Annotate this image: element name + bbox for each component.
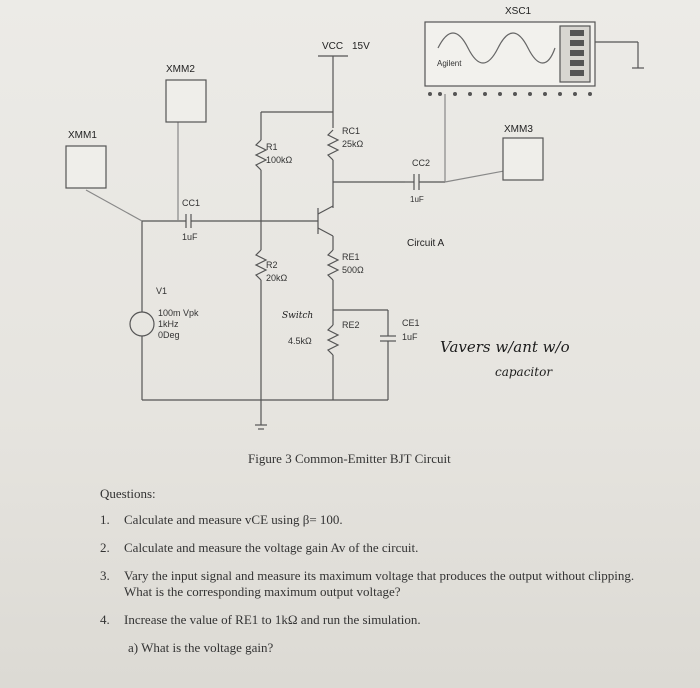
figure-caption: Figure 3 Common-Emitter BJT Circuit xyxy=(248,451,451,466)
circuit-name: Circuit A xyxy=(407,238,445,249)
cc2-name: CC2 xyxy=(412,158,430,168)
vcc-label: VCC xyxy=(322,41,343,52)
questions-heading: Questions: xyxy=(100,486,156,501)
question-4: 4. Increase the value of RE1 to 1kΩ and … xyxy=(100,612,660,628)
cc2-value: 1uF xyxy=(410,195,424,204)
cc1-name: CC1 xyxy=(182,198,200,208)
re2-value: 4.5kΩ xyxy=(288,336,312,346)
question-text: Calculate and measure vCE using β= 100. xyxy=(124,512,343,527)
multimeter-xmm2 xyxy=(165,79,207,123)
v1-frequency: 1kHz xyxy=(158,319,179,329)
v1-phase: 0Deg xyxy=(158,330,180,340)
multimeter-xmm3 xyxy=(502,137,544,181)
questions-section: Questions: 1. Calculate and measure vCE … xyxy=(100,486,660,656)
question-number: 1. xyxy=(100,512,110,527)
question-number: 3. xyxy=(100,568,110,583)
re2-resistor xyxy=(326,324,340,356)
question-3: 3. Vary the input signal and measure its… xyxy=(100,568,660,600)
ce1-value: 1uF xyxy=(402,332,418,342)
question-text: Calculate and measure the voltage gain A… xyxy=(124,540,419,555)
question-4a: a) What is the voltage gain? xyxy=(128,640,274,655)
v1-amplitude: 100m Vpk xyxy=(158,308,199,318)
xmm1-label: XMM1 xyxy=(68,130,97,141)
re1-resistor xyxy=(326,249,340,281)
switch-handwriting: Switch xyxy=(282,311,313,321)
ce1-name: CE1 xyxy=(402,318,420,328)
v1-name: V1 xyxy=(156,286,167,296)
re2-name: RE2 xyxy=(342,320,360,330)
r1-value: 100kΩ xyxy=(266,155,293,165)
question-number: 2. xyxy=(100,540,110,555)
question-text: Increase the value of RE1 to 1kΩ and run… xyxy=(124,612,421,627)
question-1: 1. Calculate and measure vCE using β= 10… xyxy=(100,512,660,528)
re1-value: 500Ω xyxy=(342,265,364,275)
handwritten-note-line1: Vavers w/ant w/o xyxy=(440,338,570,356)
vcc-value: 15V xyxy=(352,41,370,52)
question-number: 4. xyxy=(100,612,110,627)
r2-name: R2 xyxy=(266,260,278,270)
r2-value: 20kΩ xyxy=(266,273,288,283)
r1-name: R1 xyxy=(266,142,278,152)
xmm2-label: XMM2 xyxy=(166,64,195,75)
handwritten-note-line2: capacitor xyxy=(495,365,553,379)
scope-brand: Agilent xyxy=(437,59,462,68)
v1-source xyxy=(129,311,155,337)
rc1-name: RC1 xyxy=(342,126,360,136)
re1-name: RE1 xyxy=(342,252,360,262)
rc1-resistor xyxy=(326,129,340,161)
circuit-schematic: VCC 15V XMM1 XMM2 XMM3 XSC1 Agilent R1 1… xyxy=(65,6,644,430)
question-text: Vary the input signal and measure its ma… xyxy=(124,568,635,599)
r2-resistor xyxy=(254,249,268,281)
r1-resistor xyxy=(254,139,268,171)
cc1-value: 1uF xyxy=(182,232,198,242)
rc1-value: 25kΩ xyxy=(342,139,364,149)
question-2: 2. Calculate and measure the voltage gai… xyxy=(100,540,660,556)
xmm3-label: XMM3 xyxy=(504,124,533,135)
xsc1-label: XSC1 xyxy=(505,6,532,17)
multimeter-xmm1 xyxy=(65,145,107,189)
